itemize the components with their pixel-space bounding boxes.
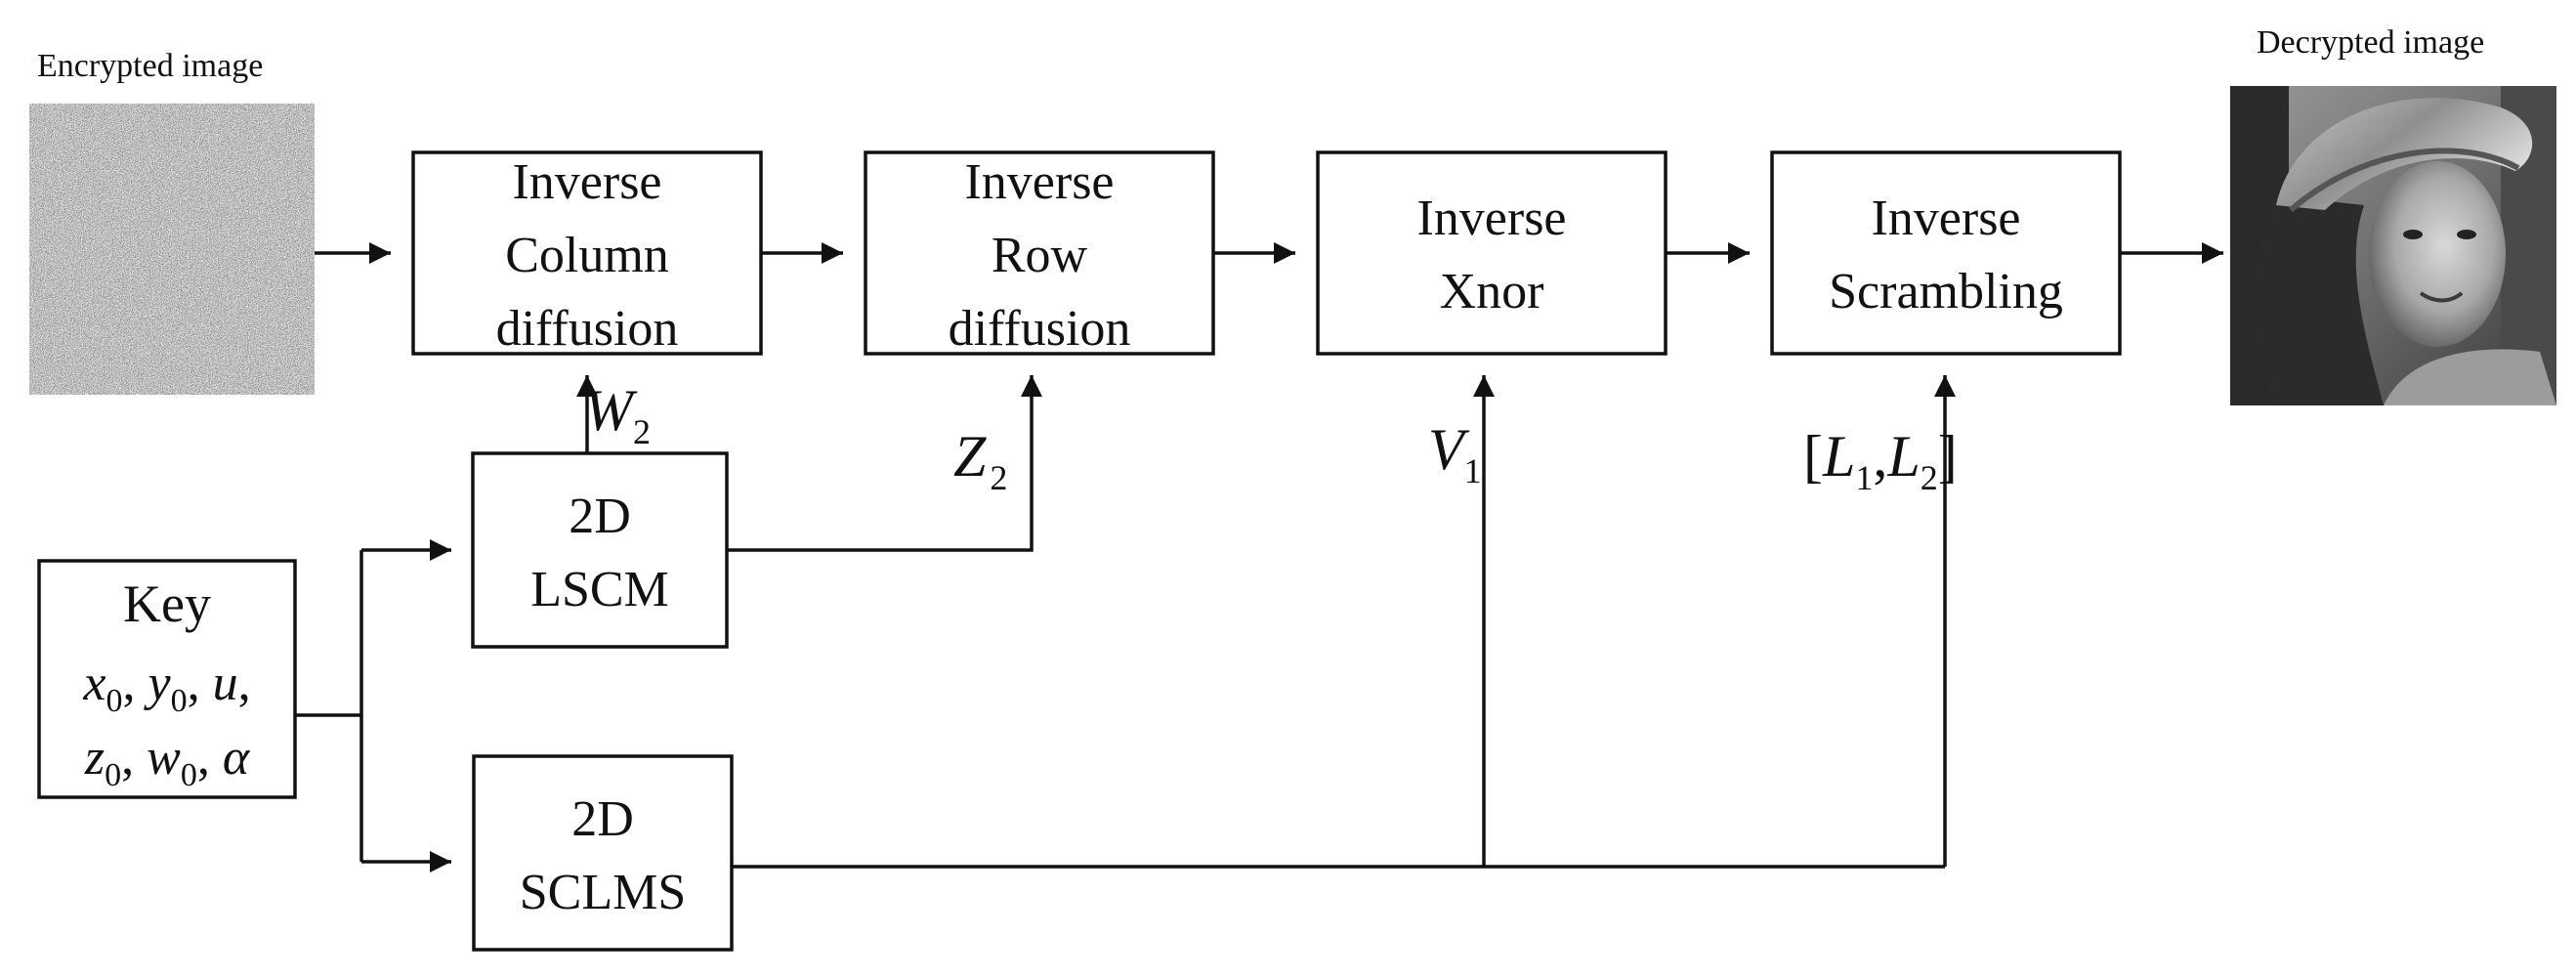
inverse-xnor-block: Inverse Xnor xyxy=(1316,150,1668,356)
block-label-line: Column xyxy=(505,228,669,283)
key-param-var: w xyxy=(147,730,181,786)
block-label-line: Inverse xyxy=(1871,191,2020,246)
key-param-sub: 0 xyxy=(181,757,197,793)
block-label-line: Inverse xyxy=(1416,191,1566,246)
key-params-row-2: z0, w0, α xyxy=(84,730,251,793)
signal-label-v1: V1 xyxy=(1428,417,1482,490)
key-title: Key xyxy=(123,574,211,633)
key-wiring xyxy=(295,539,451,872)
lscm-wiring xyxy=(576,375,1042,552)
block-label-line: SCLMS xyxy=(520,865,687,920)
signal-label-w2: W2 xyxy=(584,378,651,451)
block-label-line: Inverse xyxy=(964,154,1114,210)
sclms-wiring xyxy=(732,375,1956,869)
lscm-2d-block: 2D LSCM xyxy=(471,451,729,649)
inverse-scrambling-block: Inverse Scrambling xyxy=(1770,150,2122,356)
sclms-2d-block: 2D SCLMS xyxy=(472,754,734,952)
encrypted-image-caption: Encrypted image xyxy=(37,48,263,84)
key-param-var: z xyxy=(84,730,105,786)
arrow-lscm-to-row xyxy=(727,375,1042,552)
block-label-line: 2D xyxy=(569,489,631,544)
decrypted-image xyxy=(2230,86,2556,405)
key-param-var: u xyxy=(213,656,238,711)
key-params-row-1: x0, y0, u, xyxy=(82,656,250,719)
key-param-sub: 0 xyxy=(106,683,123,719)
block-label-line: diffusion xyxy=(949,301,1131,357)
block-label-line: Inverse xyxy=(512,154,661,210)
encrypted-image xyxy=(29,104,315,395)
inverse-row-diffusion-block: Inverse Row diffusion xyxy=(864,150,1215,357)
key-param-var: α xyxy=(223,730,251,786)
signal-label-l1-l2: [L1,L2] xyxy=(1803,424,1958,497)
decrypted-image-caption: Decrypted image xyxy=(2257,24,2484,61)
block-label-line: LSCM xyxy=(530,562,669,617)
key-param-var: y xyxy=(144,656,172,711)
key-param-var: x xyxy=(82,656,106,711)
block-label-line: Row xyxy=(992,228,1088,283)
inverse-column-diffusion-block: Inverse Column diffusion xyxy=(411,150,763,357)
block-label-line: Xnor xyxy=(1440,264,1544,319)
key-param-sub: 0 xyxy=(171,683,188,719)
key-block: Key x0, y0, u, z0, w0, α xyxy=(37,559,297,799)
block-label-line: Scrambling xyxy=(1829,264,2063,319)
block-label-line: 2D xyxy=(571,791,634,847)
block-label-line: diffusion xyxy=(496,301,679,357)
key-param-sub: 0 xyxy=(105,757,121,793)
